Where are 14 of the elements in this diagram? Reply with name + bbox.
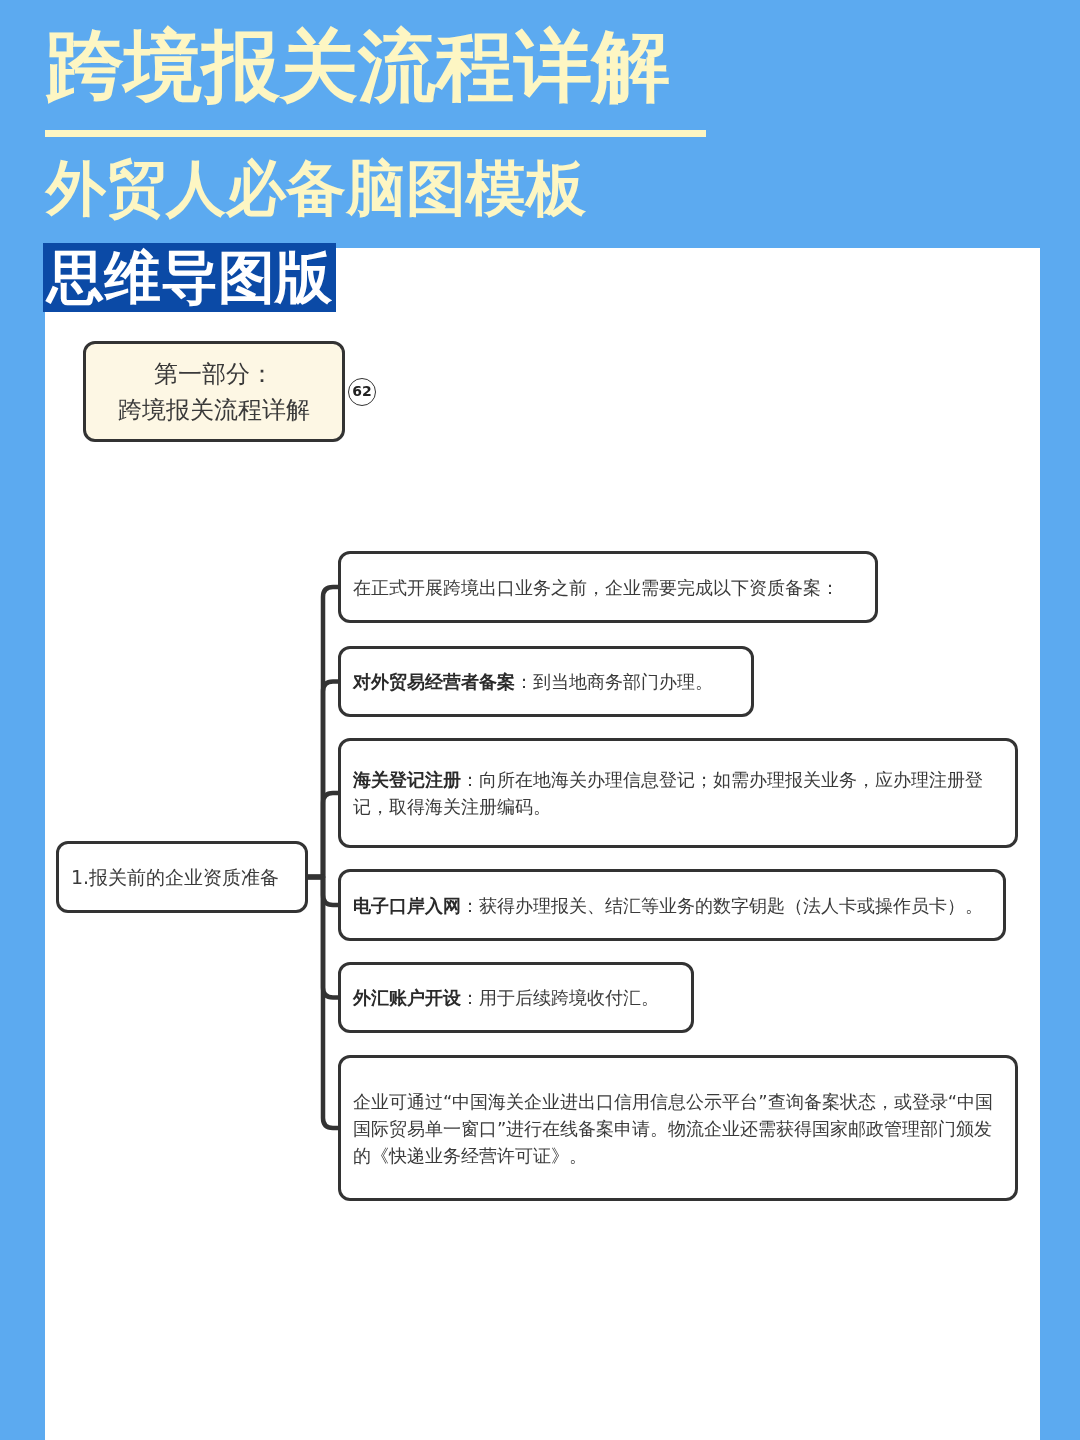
part-box [83,341,345,442]
branch-box: 在正式开展跨境出口业务之前，企业需要完成以下资质备案： [338,551,878,623]
branch-box: 外汇账户开设：用于后续跨境收付汇。 [338,962,694,1033]
connector-line [308,874,338,1131]
branch-box: 企业可通过“中国海关企业进出口信用信息公示平台”查询备案状态，或登录“中国国际贸易单一窗口”进行在线备案申请。物流企业还需获得国家邮政管理部门颁发的《快递业务经营许可证》。 [338,1055,1018,1201]
part-title: 跨境报关流程详解 [117,394,311,426]
section-tag: 思维导图版 [43,243,336,312]
page-title: 跨境报关流程详解 [46,20,670,113]
branch-box: 对外贸易经营者备案：到当地商务部门办理。 [338,646,754,717]
branch-box: 海关登记注册：向所在地海关办理信息登记；如需办理报关业务，应办理注册登记，取得海关注册编码。 [338,738,1018,848]
part-label: 第一部分： [153,358,275,390]
topic-box: 1.报关前的企业资质准备 [56,841,308,913]
subtitle: 外贸人必备脑图模板 [46,152,586,224]
branch-box: 电子口岸入网：获得办理报关、结汇等业务的数字钥匙（法人卡或操作员卡）。 [338,869,1006,941]
